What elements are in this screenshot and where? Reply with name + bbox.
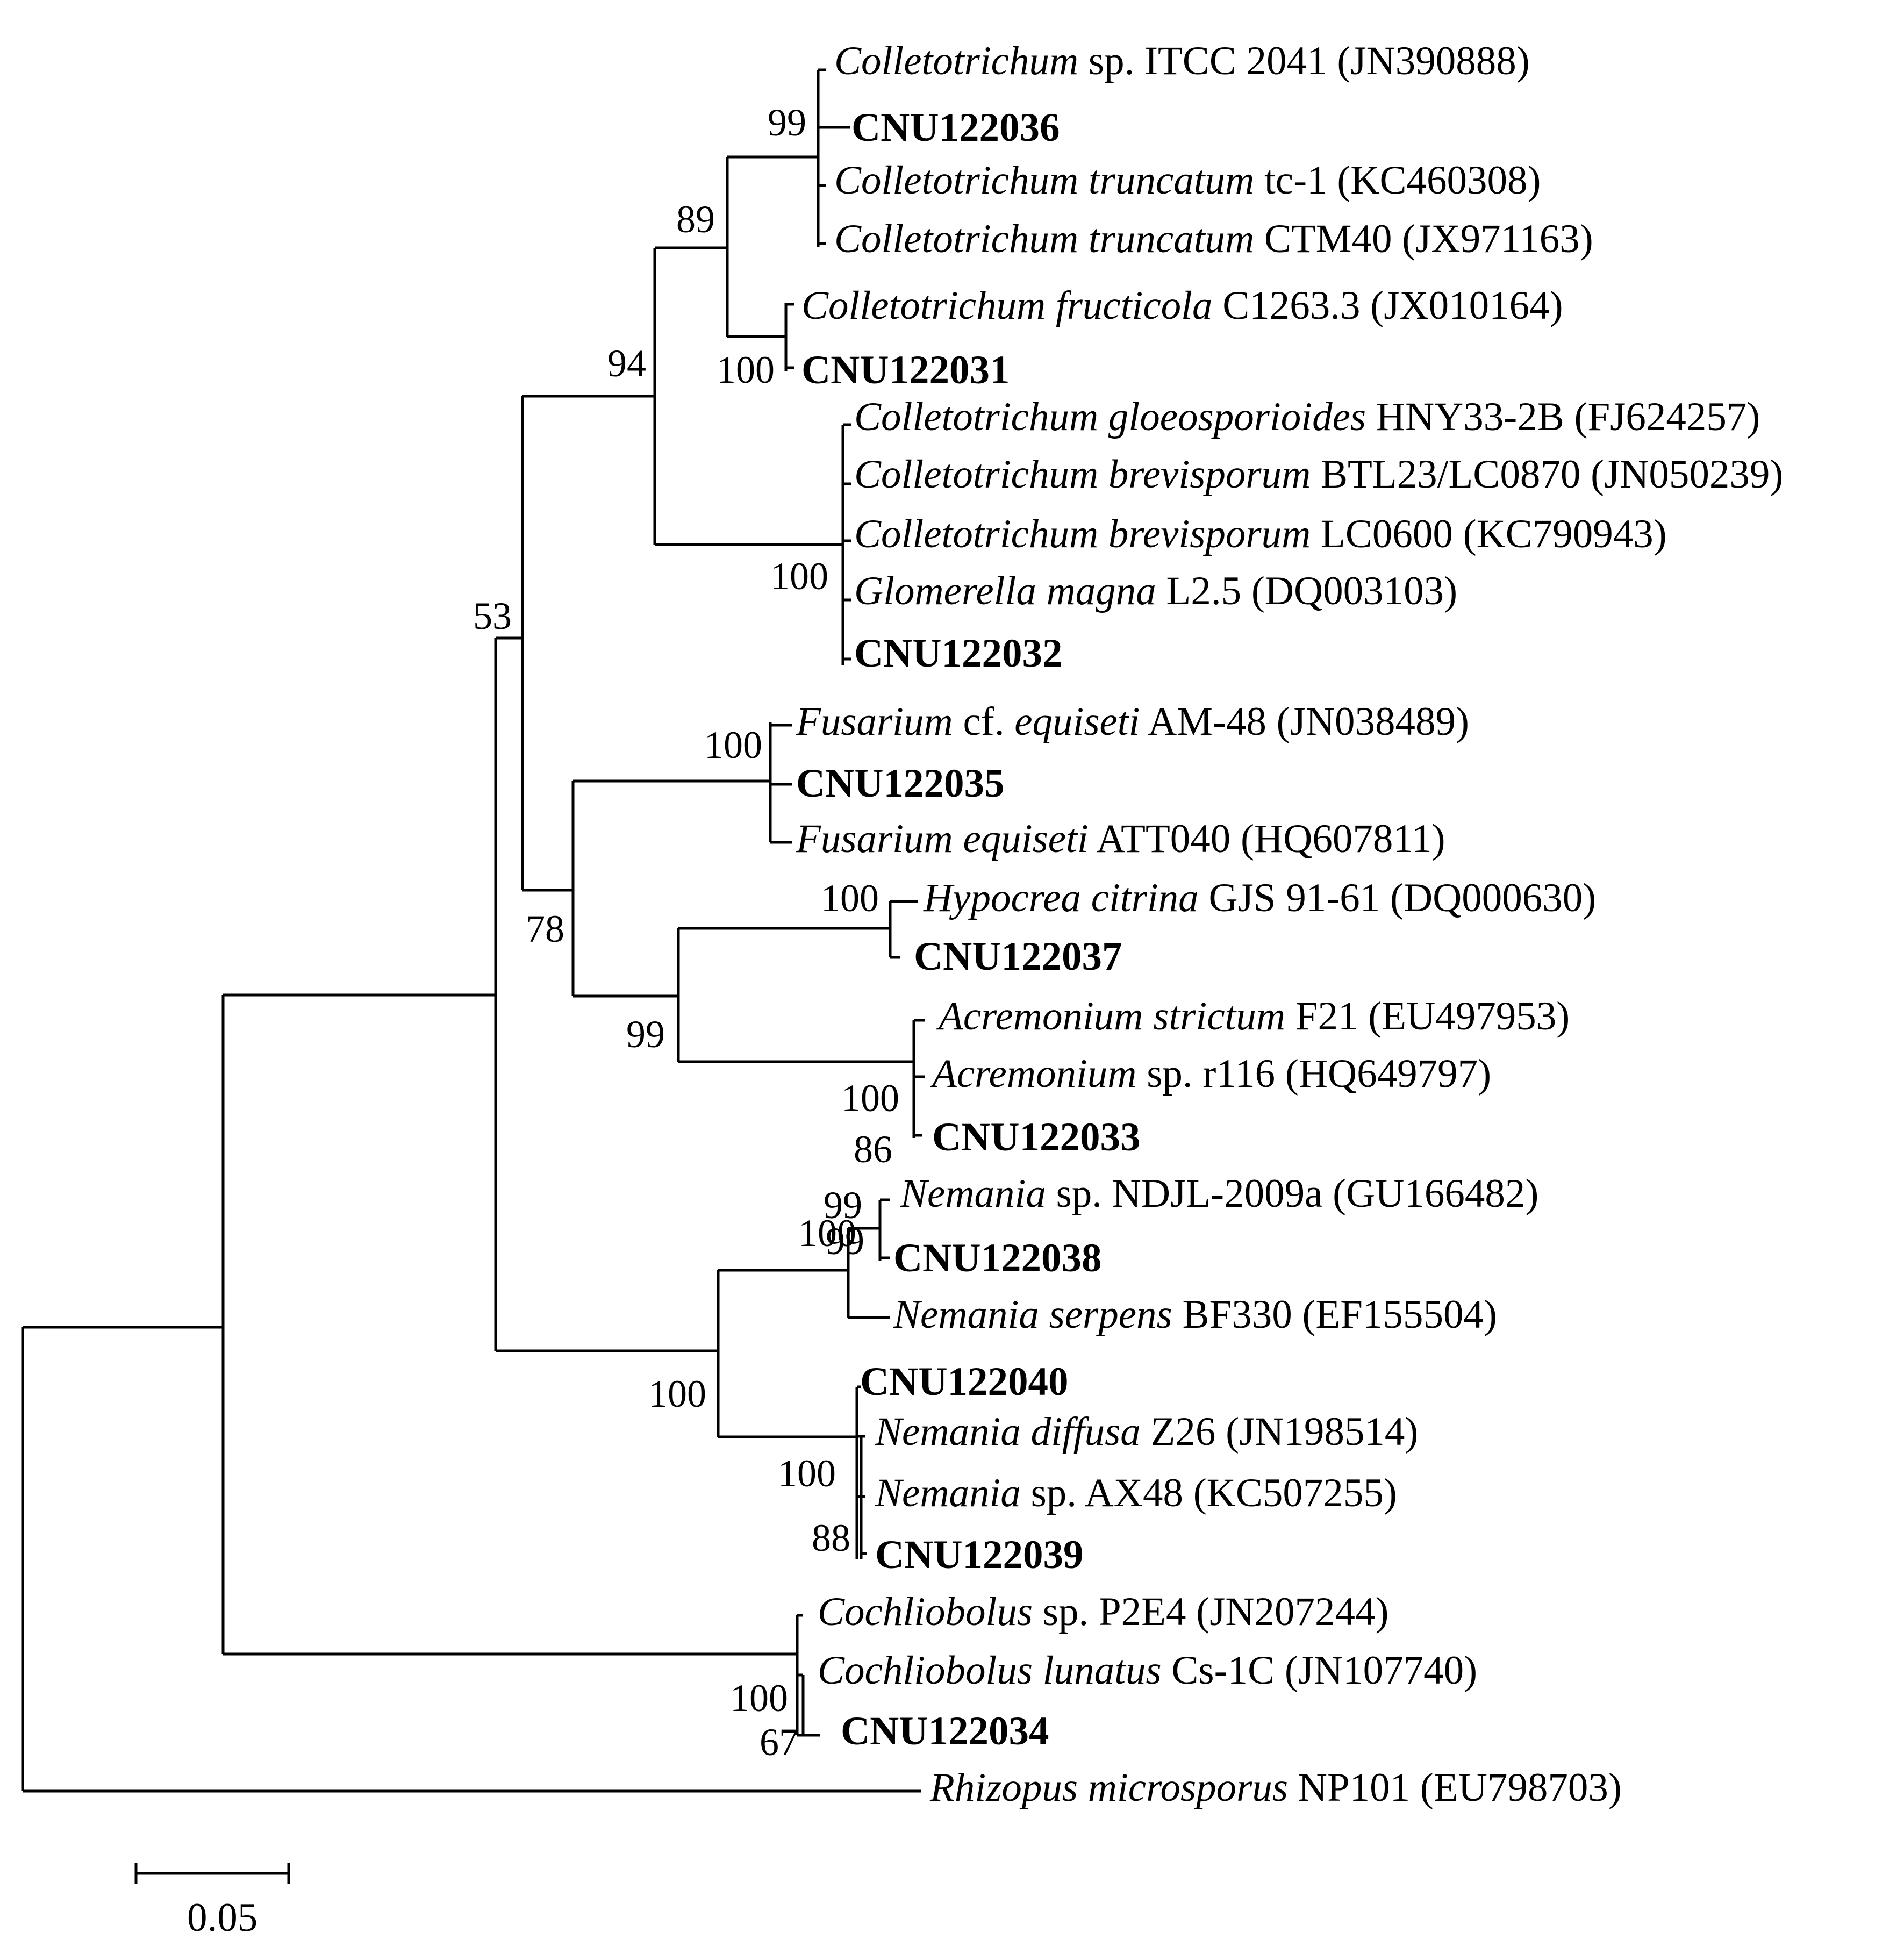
isolate-label: CNU122036: [851, 105, 1060, 150]
taxon-label: Nemania sp. NDJL-2009a (GU166482): [900, 1171, 1538, 1216]
bootstrap-value: 100: [770, 555, 828, 598]
branch-node-53: [521, 395, 655, 892]
tree-branches: [21, 68, 925, 1793]
isolate-label: CNU122033: [932, 1115, 1141, 1159]
isolate-label: CNU122039: [875, 1533, 1084, 1577]
taxon-label: Colletotrichum fructicola C1263.3 (JX010…: [801, 283, 1563, 328]
taxon-label: Nemania sp. AX48 (KC507255): [875, 1471, 1397, 1515]
branch-node-78: [571, 779, 770, 998]
bootstrap-values: 9989100941005310078100991008699991001001…: [473, 101, 899, 1764]
isolate-label: CNU122035: [796, 761, 1005, 806]
bootstrap-value: 86: [854, 1128, 892, 1171]
bootstrap-value: 100: [717, 348, 775, 391]
bootstrap-value: 94: [607, 342, 646, 385]
taxon-label: Nemania serpens BF330 (EF155504): [893, 1292, 1497, 1337]
taxon-label: Acremonium sp. r116 (HQ649797): [929, 1051, 1491, 1096]
taxon-label: Colletotrichum truncatum CTM40 (JX971163…: [834, 217, 1593, 261]
branch-clade-fructicola: [784, 303, 794, 371]
taxon-label: Colletotrichum truncatum tc-1 (KC460308): [834, 158, 1541, 203]
taxon-label: Colletotrichum brevisporum LC0600 (KC790…: [854, 512, 1667, 556]
bootstrap-value: 100: [798, 1212, 856, 1255]
branch-node-94: [653, 246, 843, 546]
bootstrap-value: 100: [778, 1452, 836, 1495]
taxon-label: Colletotrichum brevisporum BTL23/LC0870 …: [854, 452, 1783, 497]
bootstrap-value: 78: [526, 907, 564, 950]
isolate-label: CNU122040: [860, 1359, 1069, 1404]
taxon-labels: Colletotrichum sp. ITCC 2041 (JN390888) C…: [796, 39, 1783, 1810]
root-branch: [21, 1326, 921, 1793]
bootstrap-value: 100: [648, 1372, 706, 1415]
branch-clade-truncatum: [817, 68, 850, 247]
bootstrap-value: 89: [676, 198, 715, 241]
bootstrap-value: 99: [626, 1013, 665, 1056]
branch-clade-gloeosporioides: [841, 423, 851, 665]
branch-clade-nemania-ndjl: [878, 1198, 890, 1261]
bootstrap-value: 99: [824, 1184, 862, 1227]
branch-clade-hypocrea: [889, 900, 918, 959]
bootstrap-value: 100: [841, 1077, 899, 1120]
branch-node-100-nemania-a: [847, 1227, 890, 1319]
branch-node-99-main: [494, 636, 718, 1352]
bootstrap-value: 100: [821, 877, 879, 920]
branch-clade-cochliobolus: [796, 1614, 820, 1737]
taxon-label: Glomerella magna L2.5 (DQ003103): [854, 569, 1457, 613]
isolate-label: CNU122037: [914, 934, 1122, 979]
taxon-label: Colletotrichum gloeosporioides HNY33-2B …: [854, 395, 1760, 439]
isolate-label: CNU122031: [801, 348, 1010, 392]
taxon-label: Fusarium cf. equiseti AM-48 (JN038489): [796, 699, 1469, 744]
scale-bar-line: [134, 1863, 290, 1884]
taxon-label: Fusarium equiseti ATT040 (HQ607811): [796, 817, 1445, 861]
taxon-label: Rhizopus microsporus NP101 (EU798703): [929, 1765, 1622, 1810]
bootstrap-value: 67: [760, 1721, 798, 1764]
branch-node-89: [726, 155, 818, 338]
isolate-label: CNU122032: [854, 631, 1063, 676]
branch-clade-acremonium: [912, 1019, 925, 1138]
isolate-label: CNU122038: [893, 1236, 1102, 1280]
bootstrap-value: 99: [768, 101, 806, 144]
branch-clade-fusarium: [769, 722, 792, 844]
branch-ingroup: [221, 993, 797, 1656]
taxon-label: Acremonium strictum F21 (EU497953): [936, 994, 1570, 1039]
bootstrap-value: 99: [826, 1220, 864, 1263]
bootstrap-value: 53: [473, 595, 512, 638]
branch-clade-nemania-diffusa: [855, 1385, 865, 1559]
taxon-label: Cochliobolus lunatus Cs-1C (JN107740): [818, 1648, 1477, 1693]
bootstrap-value: 100: [730, 1677, 788, 1720]
bootstrap-value: 100: [704, 724, 762, 767]
scale-bar-label: 0.05: [187, 1895, 257, 1940]
branch-node-88: [860, 1436, 867, 1559]
scale-bar: 0.05: [134, 1863, 290, 1940]
taxon-label: Cochliobolus sp. P2E4 (JN207244): [818, 1590, 1389, 1634]
branch-node-99-hypocreales: [677, 927, 914, 1063]
bootstrap-value: 88: [812, 1516, 850, 1559]
taxon-label: Hypocrea citrina GJS 91-61 (DQ000630): [923, 876, 1596, 920]
taxon-label: Nemania diffusa Z26 (JN198514): [875, 1409, 1418, 1454]
branch-node-100-xylariales: [717, 1269, 857, 1438]
isolate-label: CNU122034: [841, 1709, 1049, 1753]
taxon-label: Colletotrichum sp. ITCC 2041 (JN390888): [834, 39, 1530, 83]
